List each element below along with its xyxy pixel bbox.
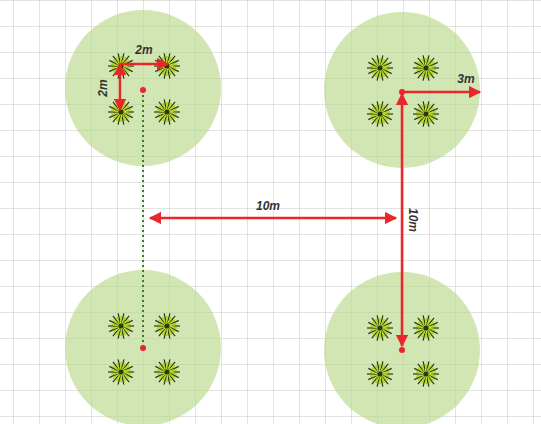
- plant: [154, 53, 180, 78]
- dimension-arrow: [119, 64, 122, 110]
- plant: [367, 361, 393, 386]
- centre-line: [142, 90, 144, 348]
- plant: [108, 313, 134, 338]
- plant: [154, 359, 180, 384]
- plant: [413, 361, 439, 386]
- plant: [413, 315, 439, 340]
- plant: [154, 313, 180, 338]
- centre-dots: [140, 87, 405, 353]
- dimension-label: 10m: [407, 208, 419, 232]
- plants: [108, 53, 439, 386]
- plant: [154, 99, 180, 124]
- dimension-label: 2m: [135, 44, 152, 56]
- dimension-label: 2m: [97, 79, 109, 96]
- dimension-arrows: [120, 64, 480, 346]
- plant: [367, 101, 393, 126]
- plant: [367, 55, 393, 80]
- centre-dot: [399, 347, 405, 353]
- centre-dot: [140, 345, 146, 351]
- planting-circle: [65, 10, 221, 166]
- planting-circle: [65, 270, 221, 424]
- planting-groups: [65, 10, 480, 424]
- dimension-arrow: [401, 94, 404, 346]
- dimension-arrow: [120, 63, 168, 66]
- dimension-arrow: [404, 91, 480, 94]
- centre-dot: [140, 87, 146, 93]
- dimension-arrow: [150, 217, 396, 220]
- dimension-label: 10m: [256, 200, 280, 212]
- plant: [413, 101, 439, 126]
- plant: [413, 55, 439, 80]
- plant: [367, 315, 393, 340]
- plant: [108, 359, 134, 384]
- dimension-label: 3m: [457, 73, 474, 85]
